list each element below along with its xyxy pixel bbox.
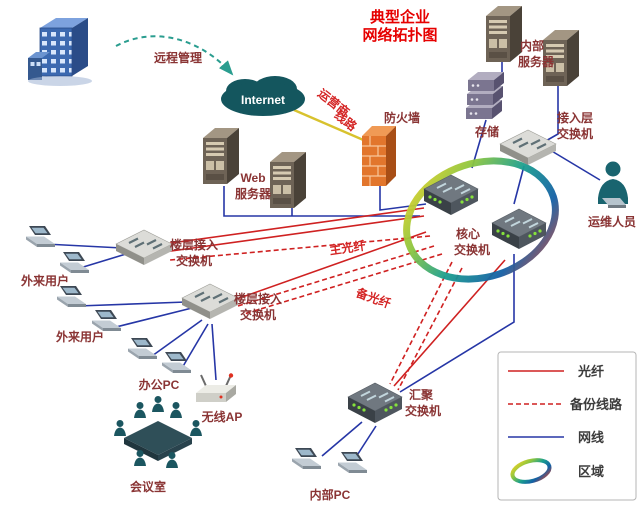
- access-switch-label-2: 交换机: [557, 126, 593, 141]
- remote-management-link: [115, 35, 234, 76]
- cable-line: [44, 243, 123, 249]
- conference-table: [158, 438, 192, 461]
- backup-line: [243, 253, 443, 315]
- internal-server-label-1: 内部: [520, 38, 544, 53]
- internet-cloud: Internet: [221, 76, 305, 116]
- meeting-room-label: 会议室: [130, 479, 166, 494]
- cable-line: [151, 319, 203, 357]
- cable-line: [513, 165, 525, 205]
- cable-line: [79, 253, 127, 269]
- backup-lines-red-dashed: [169, 235, 463, 391]
- access-switch-label-1: 接入层: [557, 110, 593, 125]
- legend-cable-label: 网线: [578, 430, 604, 445]
- ops-staff-label: 运维人员: [588, 214, 636, 229]
- floor-switch1-label-1: 楼层接入: [170, 237, 218, 252]
- legend: 光纤 备份线路 网线 区域: [497, 351, 637, 501]
- external-user-label-2: 外来用户: [56, 329, 104, 344]
- storage-label: 存储: [474, 124, 499, 139]
- office-pc-label: 办公PC: [139, 377, 180, 392]
- core-switch-label-2: 交换机: [454, 242, 490, 257]
- legend-backup-label: 备份线路: [569, 397, 623, 412]
- cable-line: [549, 149, 601, 181]
- cable-line: [77, 301, 187, 307]
- building-icon: [28, 52, 50, 58]
- backup-line: [397, 267, 463, 391]
- web-server-label-2: 服务器: [235, 186, 272, 201]
- firewall-label: 防火墙: [384, 110, 420, 125]
- fiber-lines-red: [163, 207, 506, 387]
- main-fiber-label: 主光纤: [328, 238, 366, 258]
- fiber-line: [393, 259, 506, 387]
- cable-line: [223, 186, 420, 217]
- floor-switch2-label-1: 楼层接入: [234, 291, 282, 306]
- fiber-line: [163, 207, 425, 245]
- carrier-link-line: [293, 108, 369, 144]
- fiber-line: [233, 231, 427, 301]
- floor-switch2-label-2: 交换机: [240, 307, 276, 322]
- internal-server-label-2: 服务器: [518, 54, 555, 69]
- aggregation-switch-label-1: 汇聚: [409, 388, 434, 402]
- web-server-label-1: Web: [240, 171, 265, 185]
- internal-server-icon-1: [486, 6, 522, 62]
- cable-line: [321, 421, 363, 457]
- cable-line: [399, 254, 515, 393]
- internal-pc-label: 内部PC: [310, 487, 351, 502]
- web-server-icon-2: [270, 152, 306, 208]
- building-icon: [28, 58, 42, 80]
- aggregation-switch-label-2: 交换机: [405, 403, 441, 418]
- building-icon: [72, 18, 88, 76]
- internet-label: Internet: [241, 93, 285, 107]
- conference-table: [124, 438, 158, 461]
- backup-line: [169, 235, 431, 261]
- cloud-icon: [221, 82, 305, 116]
- cable-line: [211, 323, 217, 381]
- external-user-label-1: 外来用户: [21, 273, 69, 288]
- core-zone-ring: [403, 157, 559, 283]
- building-hq: [28, 18, 92, 86]
- building-icon: [36, 62, 41, 66]
- backup-line: [389, 261, 453, 385]
- legend-fiber-label: 光纤: [577, 364, 604, 379]
- legend-zone-label: 区域: [578, 464, 604, 479]
- building-shadow: [28, 76, 92, 86]
- cable-line: [111, 307, 193, 329]
- meeting-room: [114, 396, 202, 468]
- cable-line: [543, 86, 559, 143]
- building-icon: [30, 62, 35, 66]
- storage-icon: [466, 72, 504, 119]
- floor-switch1-label-2: 交换机: [176, 253, 212, 268]
- fiber-line: [163, 215, 425, 253]
- core-switch-label-1: 核心: [456, 226, 480, 241]
- page-title-line1: 典型企业: [370, 8, 430, 26]
- page-title-line2: 网络拓扑图: [362, 26, 437, 44]
- wireless-ap-label: 无线AP: [201, 409, 243, 424]
- remote-mgmt-label: 远程管理: [154, 50, 202, 65]
- backup-line: [237, 245, 435, 307]
- legend-box: [497, 351, 637, 501]
- web-server-icon-1: [203, 128, 239, 184]
- legend-zone-swatch: [510, 458, 552, 484]
- firewall-icon: [361, 125, 397, 187]
